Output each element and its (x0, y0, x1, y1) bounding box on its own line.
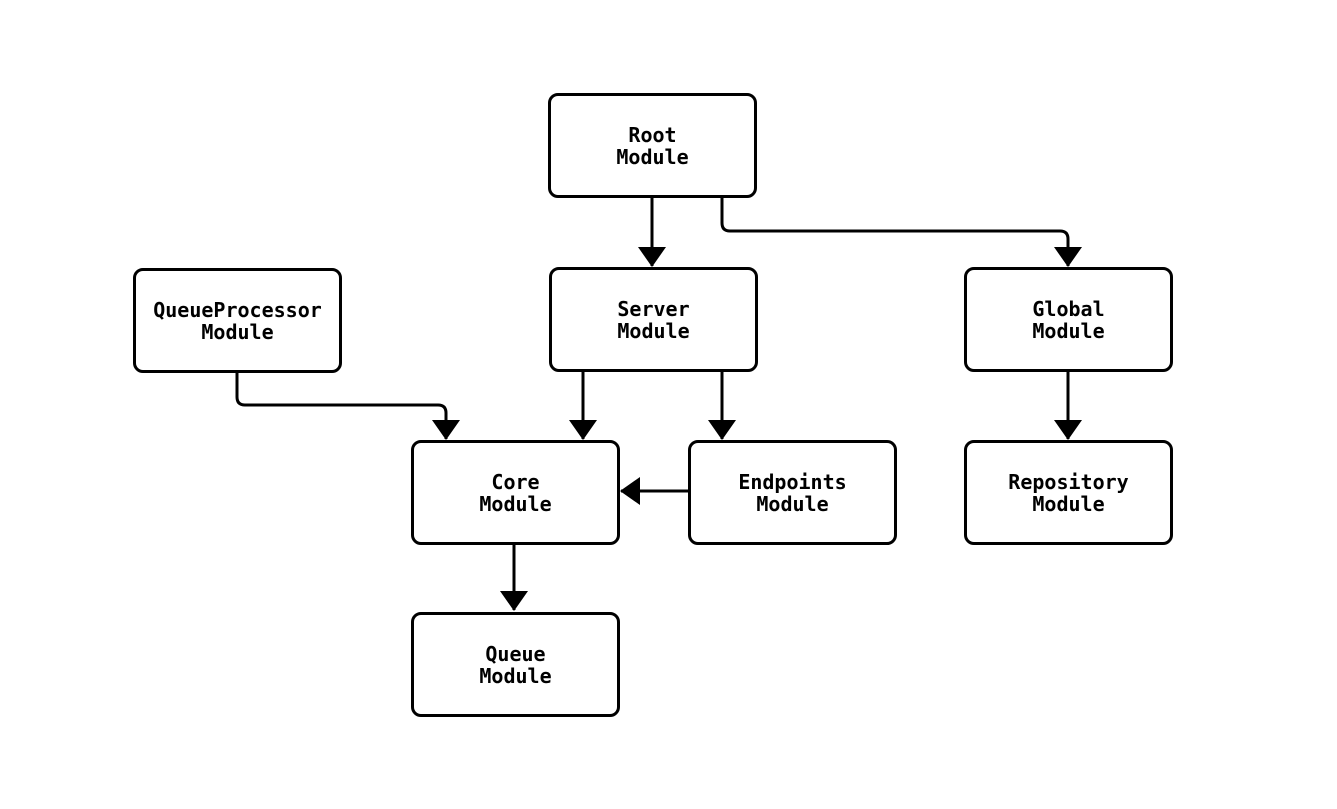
node-label-line2: Module (616, 144, 689, 169)
edge-queueprocessor-to-core (235, 373, 460, 440)
node-label-line1: Core (491, 469, 540, 494)
node-label-line1: Server (617, 296, 690, 321)
node-label-line1: Root (628, 122, 677, 147)
node-label-line1: Endpoints (738, 469, 847, 494)
node-queueprocessor-module: QueueProcessor Module (133, 268, 342, 373)
node-queue-module: Queue Module (411, 612, 620, 717)
node-endpoints-module: Endpoints Module (688, 440, 897, 545)
node-core-module: Core Module (411, 440, 620, 545)
node-label-line2: Module (617, 318, 690, 343)
node-label-line1: QueueProcessor (153, 297, 322, 322)
node-label-line1: Queue (485, 641, 546, 666)
node-label-line2: Module (479, 491, 552, 516)
node-label-line2: Module (1032, 318, 1105, 343)
node-server-module: Server Module (549, 267, 758, 372)
node-label-line2: Module (201, 319, 274, 344)
edge-root-to-global (720, 198, 1082, 267)
node-label-line1: Global (1032, 296, 1105, 321)
node-repository-module: Repository Module (964, 440, 1173, 545)
node-label-line2: Module (479, 663, 552, 688)
node-label-line1: Repository (1008, 469, 1129, 494)
node-global-module: Global Module (964, 267, 1173, 372)
node-label-line2: Module (756, 491, 829, 516)
node-label-line2: Module (1032, 491, 1105, 516)
node-root-module: Root Module (548, 93, 757, 198)
